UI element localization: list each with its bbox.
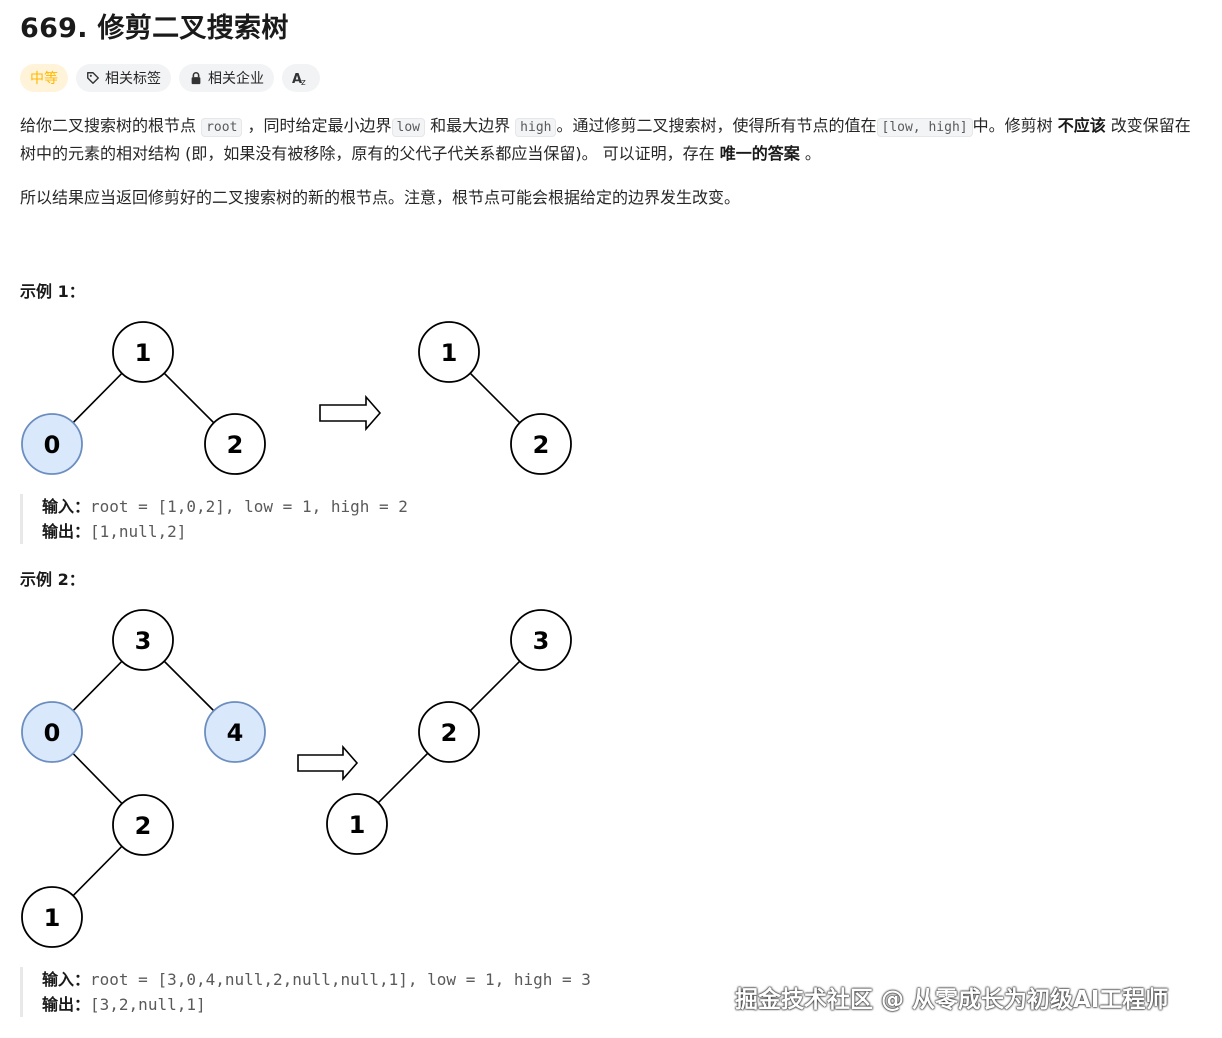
- code-root: root: [201, 118, 243, 137]
- example-1-before-tree: 1 0 2: [21, 321, 266, 475]
- input-label: 输入：: [42, 497, 91, 516]
- svg-text:1: 1: [349, 811, 366, 839]
- desc-text: 。: [799, 144, 821, 163]
- tree-node: 2: [204, 413, 266, 475]
- example-1-title: 示例 1：: [20, 282, 85, 301]
- example-1-after-tree: 1 2: [418, 321, 572, 475]
- tree-node: 0: [21, 701, 83, 763]
- svg-text:2: 2: [441, 719, 458, 747]
- tree-node: 1: [326, 793, 388, 855]
- code-low: low: [391, 118, 425, 137]
- right-arrow-icon: [319, 394, 382, 432]
- tree-node: 1: [418, 321, 480, 383]
- bold-unique-answer: 唯一的答案: [719, 144, 800, 163]
- tag-bar: 中等 相关标签 相关企业 A z: [20, 64, 320, 92]
- tag-icon: [87, 72, 99, 84]
- tree-node: 1: [112, 321, 174, 383]
- tree-node: 2: [112, 794, 174, 856]
- output-value: [3,2,null,1]: [90, 995, 206, 1014]
- problem-title: 669. 修剪二叉搜索树: [20, 13, 289, 44]
- svg-text:3: 3: [135, 627, 152, 655]
- output-value: [1,null,2]: [90, 522, 187, 541]
- svg-text:2: 2: [533, 431, 550, 459]
- watermark: 掘金技术社区 @ 从零成长为初级AI工程师: [735, 987, 1169, 1013]
- tree-node: 3: [112, 609, 174, 671]
- tree-node: 4: [204, 701, 266, 763]
- translate-icon: A z: [292, 72, 306, 86]
- example-2-io: 输入：root = [3,0,4,null,2,null,null,1], lo…: [20, 967, 591, 1017]
- svg-text:0: 0: [44, 719, 61, 747]
- translate-button[interactable]: A z: [282, 64, 320, 92]
- lock-icon: [191, 72, 201, 85]
- svg-text:1: 1: [441, 339, 458, 367]
- tree-node: 2: [510, 413, 572, 475]
- svg-text:2: 2: [227, 431, 244, 459]
- output-label: 输出：: [42, 995, 91, 1014]
- tree-node: 1: [21, 886, 83, 948]
- desc-text: 改变保留在树中的元素的相对结构 (即，如果没有被移除，原有的父代子代关系都应当保…: [20, 116, 1191, 163]
- tree-node: 2: [418, 701, 480, 763]
- related-tags-button[interactable]: 相关标签: [76, 64, 171, 92]
- description-paragraph-2: 所以结果应当返回修剪好的二叉搜索树的新的根节点。注意，根节点可能会根据给定的边界…: [20, 188, 741, 207]
- tree-node: 0: [21, 413, 83, 475]
- svg-text:1: 1: [44, 904, 61, 932]
- desc-text: 给你二叉搜索树的根节点: [20, 116, 202, 135]
- code-range: [low, high]: [876, 118, 973, 137]
- right-arrow-icon: [297, 744, 359, 782]
- svg-text:4: 4: [227, 719, 244, 747]
- example-2-title: 示例 2：: [20, 570, 85, 589]
- output-label: 输出：: [42, 522, 91, 541]
- related-companies-button[interactable]: 相关企业: [179, 64, 274, 92]
- svg-text:2: 2: [135, 812, 152, 840]
- bold-should-not: 不应该: [1057, 116, 1106, 135]
- svg-text:z: z: [301, 78, 306, 86]
- example-1-io: 输入：root = [1,0,2], low = 1, high = 2 输出：…: [20, 494, 408, 544]
- svg-text:1: 1: [135, 339, 152, 367]
- svg-text:A: A: [292, 72, 302, 86]
- desc-text: 中。修剪树: [972, 116, 1058, 135]
- example-2-output: 输出：[3,2,null,1]: [42, 992, 591, 1017]
- desc-text: 。通过修剪二叉搜索树，使得所有节点的值在: [556, 116, 877, 135]
- svg-text:3: 3: [533, 627, 550, 655]
- related-companies-label: 相关企业: [208, 71, 264, 87]
- input-value: root = [1,0,2], low = 1, high = 2: [90, 497, 408, 516]
- example-1-input: 输入：root = [1,0,2], low = 1, high = 2: [42, 494, 408, 519]
- difficulty-badge: 中等: [20, 64, 68, 92]
- desc-text: 和最大边界: [424, 116, 516, 135]
- example-2-input: 输入：root = [3,0,4,null,2,null,null,1], lo…: [42, 967, 591, 992]
- tree-node: 3: [510, 609, 572, 671]
- example-2-after-tree: 3 2 1: [326, 609, 572, 855]
- example-2-before-tree: 3 0 4 2 1: [21, 609, 266, 948]
- svg-text:0: 0: [44, 431, 61, 459]
- input-label: 输入：: [42, 970, 91, 989]
- related-tags-label: 相关标签: [105, 71, 161, 87]
- example-1-output: 输出：[1,null,2]: [42, 519, 408, 544]
- code-high: high: [515, 118, 557, 137]
- desc-text: ，同时给定最小边界: [242, 116, 392, 135]
- input-value: root = [3,0,4,null,2,null,null,1], low =…: [90, 970, 591, 989]
